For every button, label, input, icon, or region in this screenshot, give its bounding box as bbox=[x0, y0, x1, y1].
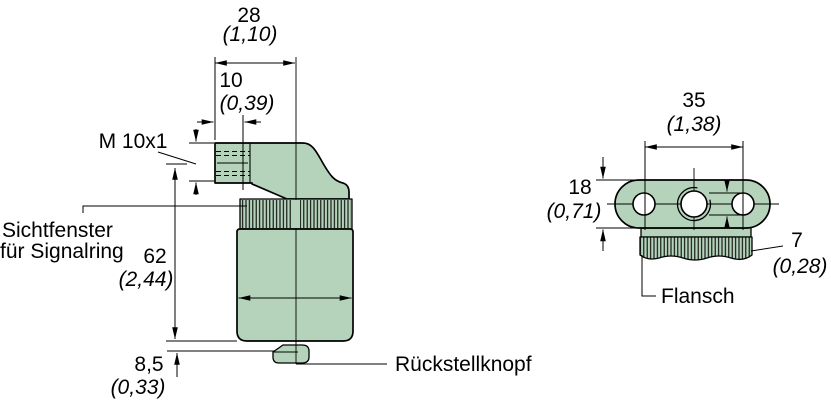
flange-knurl-band bbox=[639, 236, 753, 261]
dim-10-mm: 10 bbox=[219, 69, 242, 92]
dim-18-inch: (0,71) bbox=[547, 200, 602, 223]
dim-10: 10 (0,39) bbox=[197, 69, 274, 190]
thread-callout: M 10x1 bbox=[99, 129, 214, 195]
dim-8-5-mm: 8,5 bbox=[134, 353, 163, 376]
dim-62-mm: 62 bbox=[143, 245, 166, 268]
reset-button-label: Rückstellknopf bbox=[395, 353, 532, 376]
sight-window-band bbox=[239, 198, 353, 230]
dim-35-mm: 35 bbox=[682, 89, 705, 112]
side-view: 28 (1,10) 10 (0,39) M 10x1 Sichtfenster … bbox=[0, 4, 532, 399]
dim-62: 62 (2,44) bbox=[119, 163, 237, 342]
hole-diameter-arrows bbox=[709, 179, 742, 229]
dim-10-inch: (0,39) bbox=[220, 92, 275, 115]
dim-28-mm: 28 bbox=[237, 4, 260, 27]
dim-7-inch: (0,28) bbox=[773, 255, 828, 278]
sight-window-knurl-left bbox=[241, 200, 292, 228]
dim-28-inch: (1,10) bbox=[223, 23, 278, 46]
threaded-hole bbox=[680, 190, 708, 218]
reset-button bbox=[272, 344, 310, 364]
side-view-main-body bbox=[236, 228, 354, 342]
sight-window-label-line2: für Signalring bbox=[0, 240, 124, 263]
dim-35: 35 (1,38) bbox=[644, 89, 744, 230]
mounting-hole-left bbox=[632, 192, 656, 216]
thread-label: M 10x1 bbox=[99, 130, 168, 153]
flange-label: Flansch bbox=[661, 285, 735, 308]
dim-8-5: 8,5 (0,33) bbox=[111, 350, 274, 399]
thread-stub bbox=[216, 151, 250, 176]
dim-28: 28 (1,10) bbox=[214, 4, 296, 140]
sight-window-knurl-right bbox=[300, 200, 351, 228]
dim-18: 18 (0,71) bbox=[547, 157, 640, 251]
side-view-upper-body bbox=[214, 142, 350, 200]
flange-view: 35 (1,38) 18 (0,71) 7 (0,28) F bbox=[547, 89, 828, 308]
flange-neck-band bbox=[640, 227, 752, 238]
flange-callout: Flansch bbox=[641, 255, 735, 308]
dim-7: 7 (0,28) bbox=[750, 229, 828, 278]
sight-window-callout: Sichtfenster für Signalring bbox=[0, 205, 247, 263]
dim-8-5-inch: (0,33) bbox=[111, 376, 166, 399]
reset-button-callout: Rückstellknopf bbox=[296, 353, 532, 376]
dim-7-mm: 7 bbox=[791, 229, 803, 252]
sight-window-label-line1: Sichtfenster bbox=[2, 219, 113, 242]
threaded-hole-thread-arc bbox=[676, 186, 712, 222]
dim-35-inch: (1,38) bbox=[667, 113, 722, 136]
dim-62-inch: (2,44) bbox=[119, 268, 174, 291]
dim-18-mm: 18 bbox=[568, 176, 591, 199]
